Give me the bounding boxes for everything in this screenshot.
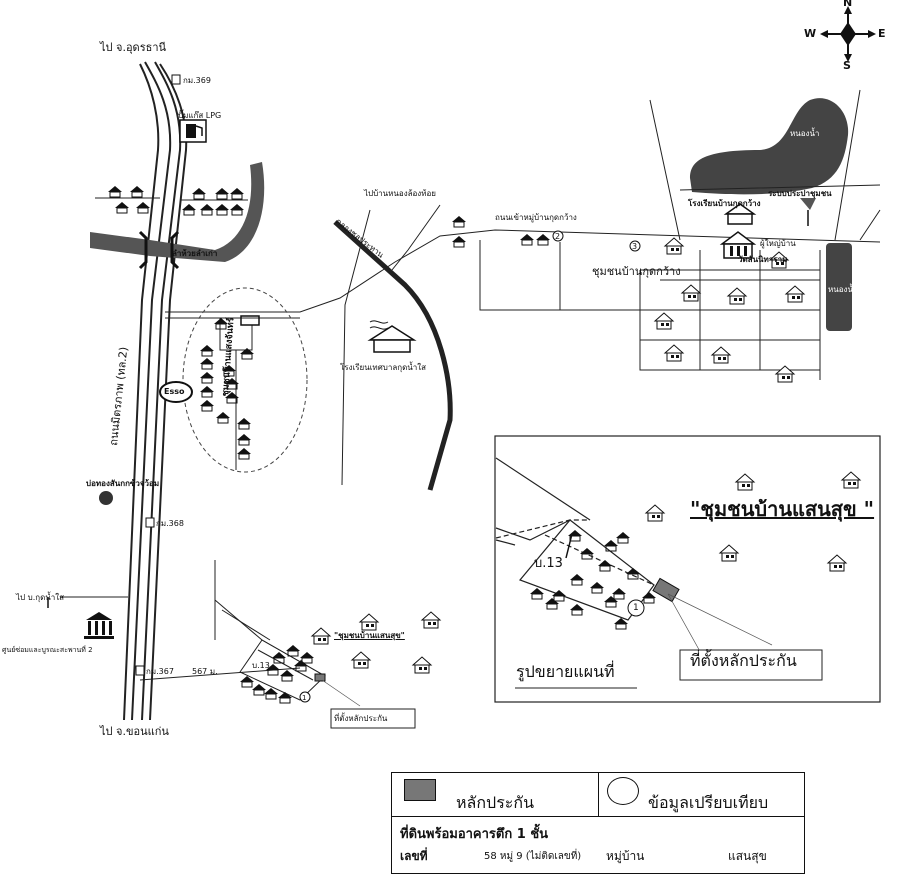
comparison-circle-icon [607,777,639,805]
label-dist567: 567 ม. [192,667,218,676]
label-center: ศูนย์ซ่อมและบูรณะสะพานที่ 2 [2,646,93,654]
water-tower-icon [800,198,816,226]
compass-rose [820,6,876,62]
label-pond-fish: บ่อทองสันกกซ้วจว้อม [86,479,160,488]
legend-property-type: ที่ดินพร้อมอาคารตึก 1 ชั้น [400,827,549,842]
compass-south: S [843,59,851,72]
school-kudkwang-icon [723,203,757,225]
marker-2: 2 [555,232,561,241]
label-moo13-small: บ.13 [252,661,270,670]
pond-fish-icon [99,491,113,505]
community-saengchan-boundary [182,287,308,473]
collateral-marker-small [314,673,326,682]
government-building-icon [84,612,114,639]
gas-pump-icon [179,119,207,143]
inset-marker-1: 1 [633,603,639,613]
inset-roads [495,457,655,621]
label-to-ban: ไป บ.กุดน้ำใส [16,593,65,602]
label-km368: กม.368 [156,519,184,528]
label-km367: กม.367 [146,667,174,676]
label-temple: วัดสันนิทาราม [738,255,788,264]
irrigation-canal [333,220,453,491]
inset-caption: รูปขยายแผนที่ [516,662,615,681]
esso-logo [159,381,193,403]
inset-collateral-label: ที่ตั้งหลักประกัน [690,651,797,670]
building-icon [240,315,260,326]
marker-1-small: 1 [302,694,307,702]
label-km369: กม.369 [183,76,211,85]
label-esso: Esso [164,387,185,396]
bridge-symbol [138,230,180,270]
label-road-kudkwang: ถนนเข้าหมู่บ้านกุดกว้าง [495,213,577,222]
houses-kudkwang [451,215,805,383]
label-lpg: ปั๊มแก๊ส LPG [178,111,222,120]
pond-right [826,243,852,331]
legend-number-label: เลขที่ [400,849,428,863]
compass-east: E [878,27,886,40]
legend-collateral: หลักประกัน [456,793,535,812]
label-community-saensuk-small: "ชุมชนบ้านแสนสุข" [334,631,405,640]
label-school-kudnam: โรงเรียนเทศบาลกุดน้ำใส [340,363,427,372]
legend-village-value: แสนสุข [728,849,767,863]
highway-road [123,61,188,721]
label-collateral-small: ที่ตั้งหลักประกัน [334,714,388,723]
legend-divider [598,773,599,816]
label-pond: หนองน้ำ [790,129,820,138]
label-community-kudkwang: ชุมชนบ้านกุดกว้าง [592,265,681,278]
label-to-udon: ไป จ.อุดรธานี [100,41,167,54]
compass-west: W [804,27,817,40]
legend-comparison: ข้อมูลเปรียบเทียบ [648,793,769,812]
label-school-kudkwang: โรงเรียนบ้านกุดกว้าง [688,199,761,208]
label-to-nong: ไปบ้านหนองล้องท้อย [364,189,436,198]
school-icon [367,320,417,353]
kudkwang-roads [479,240,821,380]
inset-moo13: บ.13 [534,556,563,571]
houses-saensuk-small [239,611,441,704]
label-to-khonkaen: ไป จ.ขอนแก่น [100,725,169,738]
label-water-supply: ระบบประปาชุมชน [768,189,832,198]
collateral-swatch [404,779,436,801]
saensuk-small-map [214,599,326,701]
temple-icon [719,231,757,259]
inset-community-title: "ชุมชนบ้านแสนสุข " [690,497,875,521]
km-marker-icons [135,74,181,676]
marker-3: 3 [632,242,638,251]
compass-north: N [843,0,853,9]
collateral-marker-inset [652,577,680,603]
legend-number-value: 58 หมู่ 9 (ไม่ติดเลขที่) [484,851,582,862]
legend-table: หลักประกัน ข้อมูลเปรียบเทียบ ที่ดินพร้อม… [391,772,805,874]
pond-upper [690,98,849,195]
label-pond2: หนองน้ำ [828,285,858,294]
legend-village-label: หมู่บ้าน [606,849,645,863]
legend-header-row [392,773,804,817]
label-canal: ลำห้วยลำเก่า [172,249,218,258]
label-village-head: ผู้ใหญ่บ้าน [760,239,796,248]
